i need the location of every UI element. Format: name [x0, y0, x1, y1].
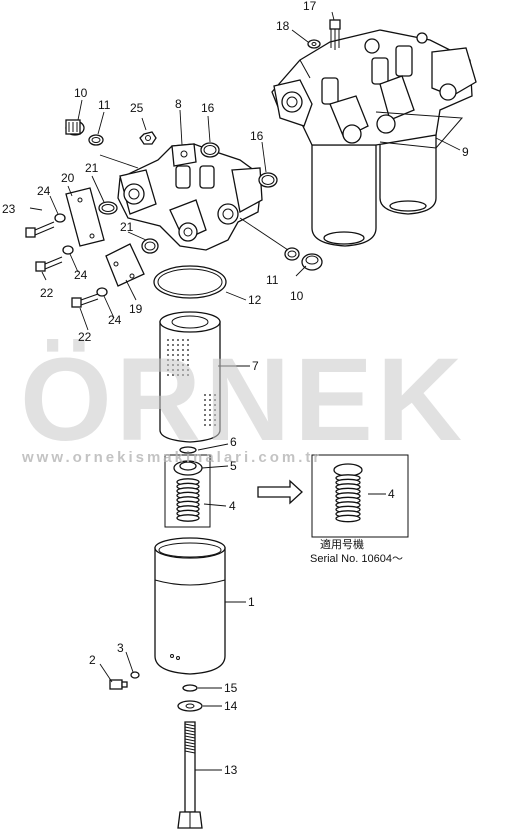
washer-24-c [96, 287, 108, 297]
part-number-21-b: 21 [120, 220, 134, 234]
washer-14 [177, 700, 203, 712]
part-number-20: 20 [61, 171, 75, 185]
valve-5 [173, 460, 203, 476]
part-number-22-a: 22 [40, 286, 54, 300]
part-number-4-right: 4 [388, 487, 395, 501]
watermark: ÖRNEK www.ornekismakinalari.com.tr [20, 334, 466, 466]
part-number-7: 7 [252, 359, 259, 373]
part-number-4: 4 [229, 499, 236, 513]
serial-note: Serial No. 10604～ [310, 553, 403, 565]
part-number-10-right: 10 [290, 289, 304, 303]
part-number-21-a: 21 [85, 161, 99, 175]
part-number-3: 3 [117, 641, 124, 655]
part-number-12: 12 [248, 293, 262, 307]
part-number-9: 9 [462, 145, 469, 159]
serial-note-jp: 適用号機 [320, 537, 364, 551]
bolt-22-lower [71, 293, 99, 308]
plug-2 [109, 679, 128, 690]
oring-11-left [88, 134, 104, 146]
part-number-6: 6 [230, 435, 237, 449]
part-number-25: 25 [130, 101, 144, 115]
part-labels: 1 2 3 4 4 5 6 7 8 9 10 10 11 11 12 13 14… [2, 0, 469, 777]
part-number-5: 5 [230, 459, 237, 473]
oring-21-b [141, 238, 159, 254]
part-number-14: 14 [224, 699, 238, 713]
filter-head-8 [117, 143, 263, 251]
inset-box-left [164, 454, 211, 528]
part-number-10-left: 10 [74, 86, 88, 100]
part-number-24-c: 24 [108, 313, 122, 327]
arrow-right [257, 479, 303, 505]
part-number-8: 8 [175, 97, 182, 111]
part-number-11-right: 11 [266, 273, 279, 287]
washer-18 [307, 39, 321, 49]
washer-24-b [62, 245, 74, 255]
center-bolt-13 [177, 721, 203, 829]
plug-10-left [65, 119, 85, 136]
part-number-18: 18 [276, 19, 290, 33]
spring-4-left [176, 478, 200, 522]
plate-20 [65, 187, 105, 247]
filter-element-7 [159, 311, 221, 443]
part-number-1: 1 [248, 595, 255, 609]
oring-11-right [284, 247, 300, 261]
cover-19 [105, 243, 145, 287]
part-number-15: 15 [224, 681, 238, 695]
part-number-16-a: 16 [201, 101, 215, 115]
part-number-23: 23 [2, 202, 16, 216]
bolt-22-upper [35, 256, 63, 272]
part-number-13: 13 [224, 763, 238, 777]
part-number-16-b: 16 [250, 129, 264, 143]
plug-10-right [301, 253, 323, 271]
oring-21-a [98, 201, 118, 215]
part-number-22-b: 22 [78, 330, 92, 344]
bolt-23 [25, 221, 55, 238]
washer-6 [179, 446, 197, 454]
part-number-2: 2 [89, 653, 96, 667]
oring-3 [130, 671, 140, 679]
nut-25 [139, 131, 157, 145]
spring-4-right [335, 474, 361, 523]
part-number-24-a: 24 [37, 184, 51, 198]
part-number-17: 17 [303, 0, 317, 13]
filter-case-1 [154, 537, 226, 675]
leader-lines [29, 11, 461, 771]
oring-12 [153, 265, 227, 299]
watermark-brand: ÖRNEK [20, 334, 466, 466]
part-number-11-left: 11 [98, 98, 111, 112]
part-number-19: 19 [129, 302, 143, 316]
oring-15 [182, 684, 198, 692]
part-number-24-b: 24 [74, 268, 88, 282]
watermark-url: www.ornekismakinalari.com.tr [21, 449, 322, 466]
inset-box-right [311, 454, 409, 538]
filter-assembly-double [271, 29, 477, 247]
washer-24-a [54, 213, 66, 223]
bolt-17 [329, 19, 341, 50]
